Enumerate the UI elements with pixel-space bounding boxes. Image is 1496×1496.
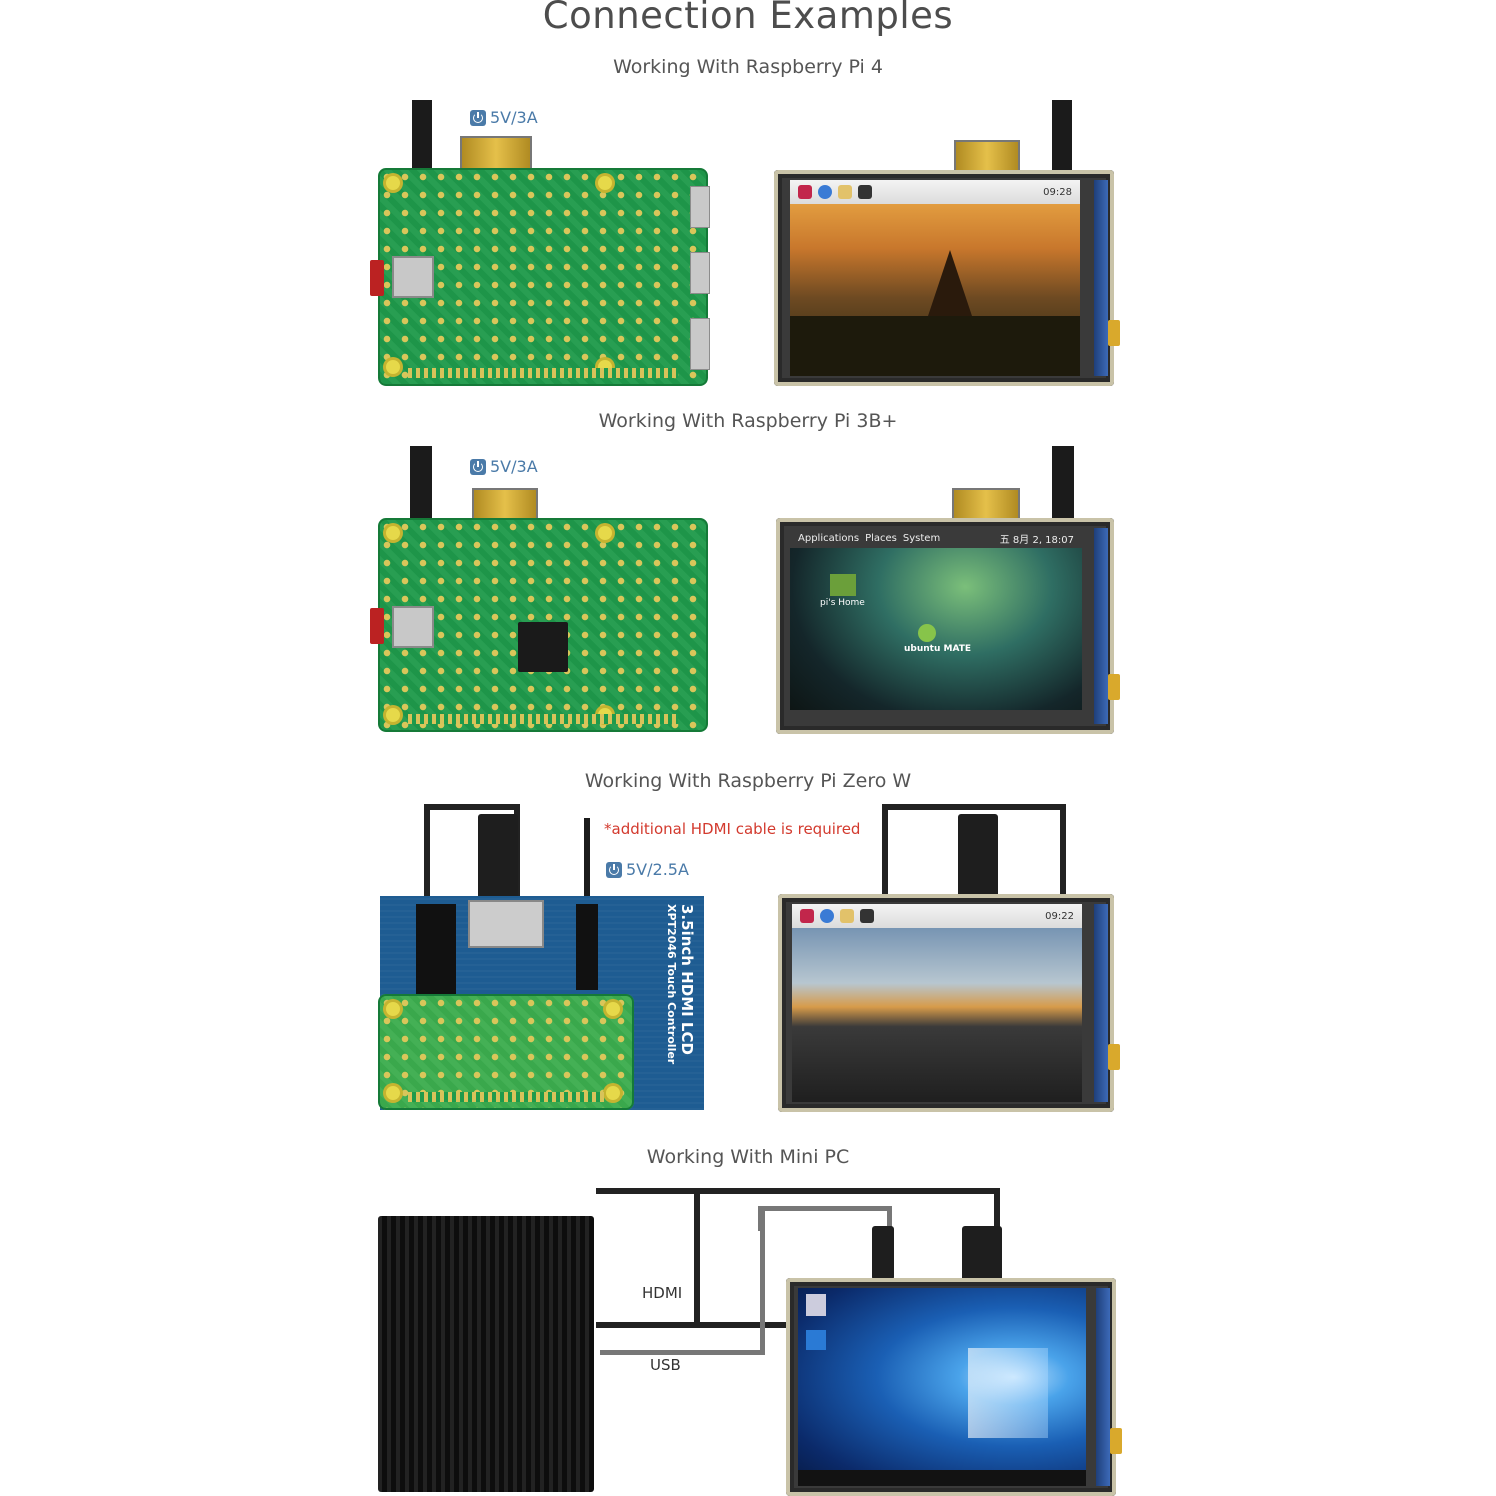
lcd-screen: 09:28 (790, 180, 1080, 376)
clock-label: 09:22 (1045, 910, 1074, 922)
lcd-screen: 09:22 (792, 904, 1082, 1102)
section-heading-pi-zero: Working With Raspberry Pi Zero W (584, 770, 912, 792)
micro-usb-power-cable (410, 446, 432, 520)
lcd-display-pi-zero: 09:22 (778, 894, 1120, 1112)
section-heading-mini-pc: Working With Mini PC (646, 1146, 850, 1168)
adapter-board-sublabel: XPT2046 Touch Controller (665, 904, 678, 1065)
bottom-panel (790, 710, 1082, 724)
ubuntu-mate-logo-icon (918, 624, 936, 642)
power-rating-pi-zero: 5V/2.5A (606, 860, 689, 879)
tree-line (790, 316, 1080, 376)
hdmi-cable-end (416, 904, 456, 996)
touch-rail (1094, 904, 1108, 1102)
mini-pc (378, 1216, 594, 1492)
raspberry-icon (800, 909, 814, 923)
windows-logo-icon (968, 1348, 1048, 1438)
rotary-knob (1108, 320, 1120, 346)
hdmi-plug (962, 1226, 1002, 1282)
touch-rail (1094, 528, 1108, 724)
desktop-taskbar: 09:22 (792, 904, 1082, 928)
page-title: Connection Examples (542, 0, 954, 37)
terminal-icon (860, 909, 874, 923)
lcd-display-mini-pc (786, 1278, 1122, 1496)
lcd-screen (798, 1288, 1086, 1486)
edge-icon[interactable] (806, 1330, 826, 1350)
usb-cable-end (576, 904, 598, 990)
power-rating-pi4: 5V/3A (470, 108, 538, 127)
folder-icon (840, 909, 854, 923)
home-folder-icon[interactable] (830, 574, 856, 596)
raspberry-pi-4-board (370, 168, 710, 386)
hdmi-cable-note: *additional HDMI cable is required (604, 820, 861, 838)
usb-c-power-cable (412, 100, 432, 170)
terminal-icon (858, 185, 872, 199)
hdmi-plug (478, 814, 518, 904)
lcd-display-pi4: 09:28 (774, 170, 1120, 386)
folder-icon (838, 185, 852, 199)
touch-rail (1094, 180, 1108, 376)
power-icon (470, 109, 486, 126)
globe-icon (820, 909, 834, 923)
usb-port-label: USB (650, 1356, 681, 1374)
usb-cable (1052, 100, 1072, 170)
rotary-knob (1108, 674, 1120, 700)
hdmi-port (468, 900, 544, 948)
hdmi-cable-loop (882, 804, 1066, 900)
power-label: 5V/3A (490, 457, 538, 476)
lcd-display-pi3b: Applications Places System 五 8月 2, 18:07… (776, 518, 1120, 734)
lcd-screen: Applications Places System 五 8月 2, 18:07… (790, 528, 1082, 724)
menu-system[interactable]: System (902, 532, 941, 544)
power-icon (470, 458, 486, 475)
usb-cable (1052, 446, 1074, 520)
hdmi-port-label: HDMI (642, 1284, 683, 1302)
usb-cable (600, 1206, 765, 1355)
raspberry-icon (798, 185, 812, 199)
power-icon (606, 861, 622, 878)
menu-applications[interactable]: Applications (798, 532, 860, 544)
ubuntu-mate-label: ubuntu MATE (904, 644, 972, 654)
usb-plug (872, 1226, 894, 1280)
menu-places[interactable]: Places (865, 532, 897, 544)
clock-label: 09:28 (1043, 186, 1072, 198)
power-label: 5V/2.5A (626, 860, 689, 879)
adapter-board-label: 3.5inch HDMI LCD (678, 904, 696, 1055)
raspberry-pi-zero-board (378, 994, 634, 1110)
clock-label: 五 8月 2, 18:07 (999, 534, 1074, 546)
touch-rail (1096, 1288, 1110, 1486)
desktop-taskbar: 09:28 (790, 180, 1080, 204)
usb-cable-run (758, 1206, 892, 1231)
rotary-knob (1110, 1428, 1122, 1454)
raspberry-pi-3b-board (370, 518, 708, 732)
globe-icon (818, 185, 832, 199)
power-cable (584, 818, 590, 928)
hdmi-plug (958, 814, 998, 898)
section-heading-pi3b: Working With Raspberry Pi 3B+ (598, 410, 898, 432)
home-folder-label: pi's Home (820, 598, 865, 608)
mate-panel: Applications Places System 五 8月 2, 18:07 (790, 528, 1082, 548)
section-heading-pi4: Working With Raspberry Pi 4 (613, 56, 883, 78)
power-label: 5V/3A (490, 108, 538, 127)
recycle-bin-icon[interactable] (806, 1294, 826, 1316)
windows-taskbar (798, 1470, 1086, 1486)
rotary-knob (1108, 1044, 1120, 1070)
power-rating-pi3b: 5V/3A (470, 457, 538, 476)
